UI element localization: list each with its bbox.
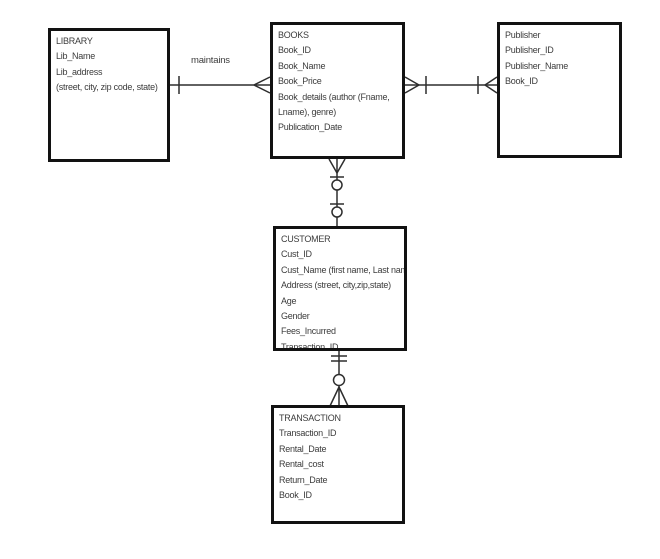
- entity-attribute: Gender: [281, 311, 310, 322]
- zero-circle: [332, 373, 346, 387]
- crow-foot-icon: [253, 76, 271, 94]
- entity-attribute: (street, city, zip code, state): [56, 82, 158, 93]
- relationship-customer-transaction: [329, 351, 349, 407]
- entity-attribute: Transaction_ID: [279, 428, 337, 439]
- entity-attribute: Publication_Date: [278, 122, 343, 133]
- entity-attribute: Return_Date: [279, 474, 328, 485]
- entity-attribute: Cust_Name (first name, Last name): [281, 264, 407, 275]
- entity-attribute: Book_Price: [278, 76, 322, 87]
- entity-attribute: Book_ID: [278, 45, 311, 56]
- relationship-label-maintains: maintains: [191, 55, 230, 66]
- entity-attribute: Lib_address: [56, 66, 103, 77]
- crow-foot-icon: [328, 158, 346, 174]
- entity-attribute: Rental_cost: [279, 459, 324, 470]
- relationship-library-books: [170, 76, 271, 94]
- relationship-books-customer: [328, 158, 346, 226]
- crow-foot-icon: [404, 76, 420, 94]
- entity-attribute: Rental_Date: [279, 443, 327, 454]
- entity-transaction: TRANSACTION Transaction_ID Rental_Date R…: [271, 405, 405, 524]
- zero-circle: [331, 206, 343, 218]
- entity-customer: CUSTOMER Cust_ID Cust_Name (first name, …: [273, 226, 407, 351]
- entity-attribute: Cust_ID: [281, 249, 312, 260]
- entity-attribute: Address (street, city,zip,state): [281, 280, 391, 291]
- entity-books: BOOKS Book_ID Book_Name Book_Price Book_…: [270, 22, 405, 159]
- relationship-books-publisher: [404, 76, 498, 94]
- entity-attribute: Lname), genre): [278, 107, 337, 118]
- entity-title: LIBRARY: [56, 36, 93, 46]
- entity-attribute: Publisher_Name: [505, 60, 569, 71]
- entity-attribute: Lib_Name: [56, 51, 96, 62]
- entity-title: Publisher: [505, 30, 541, 40]
- entity-attribute: Book_ID: [279, 490, 312, 501]
- entity-attribute: Book_Name: [278, 60, 326, 71]
- entity-library: LIBRARY Lib_Name Lib_address (street, ci…: [48, 28, 170, 162]
- entity-title: BOOKS: [278, 30, 309, 40]
- entity-attribute: Publisher_ID: [505, 45, 554, 56]
- entity-title: TRANSACTION: [279, 413, 341, 423]
- zero-circle: [331, 179, 343, 191]
- entity-title: CUSTOMER: [281, 234, 331, 244]
- entity-attribute: Fees_Incurred: [281, 326, 336, 337]
- entity-attribute: Transaction_ID: [281, 341, 339, 351]
- entity-publisher: Publisher Publisher_ID Publisher_Name Bo…: [497, 22, 622, 158]
- entity-attribute: Book_details (author (Fname,: [278, 91, 390, 102]
- crow-foot-icon: [329, 386, 349, 407]
- crow-foot-icon: [484, 76, 498, 94]
- entity-attribute: Book_ID: [505, 76, 538, 87]
- entity-attribute: Age: [281, 295, 297, 306]
